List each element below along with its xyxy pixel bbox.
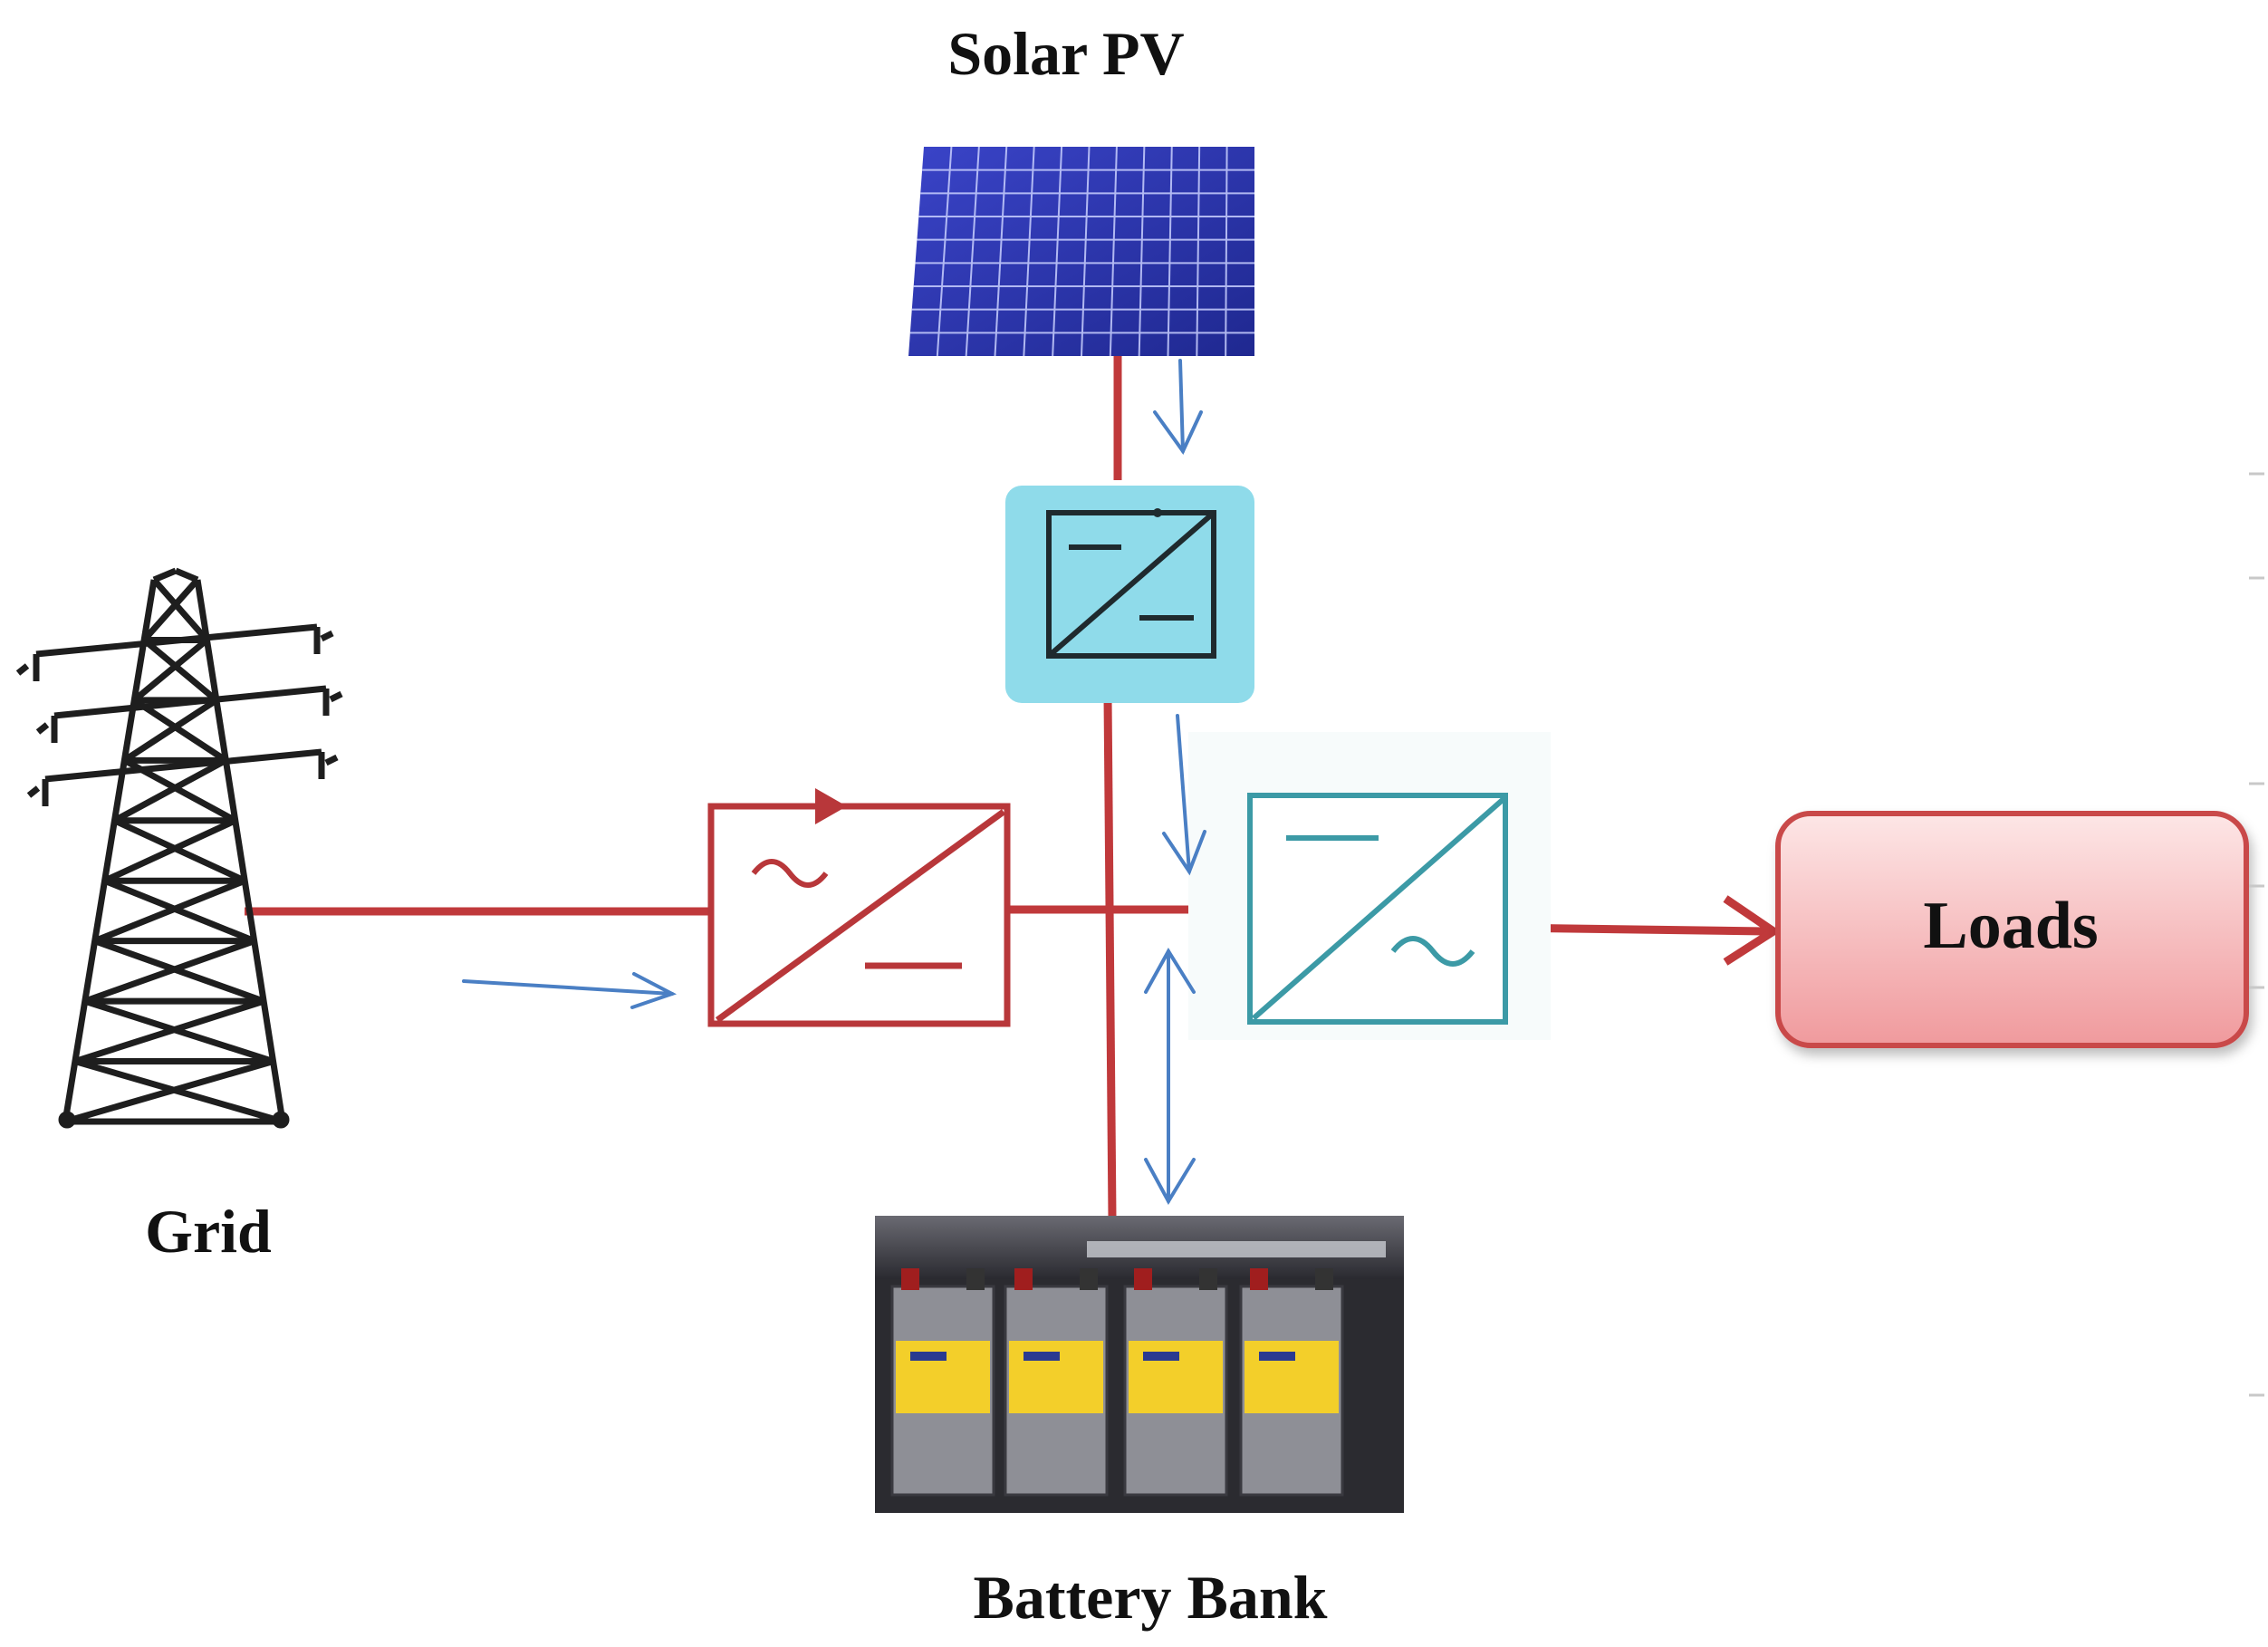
converter-to-bus-arrow: [1162, 714, 1206, 876]
dc-bus-vertical: [1103, 697, 1117, 1219]
loads-box: [1775, 811, 2249, 1048]
transmission-tower-icon: [15, 567, 343, 1129]
ac-dc-rectifier-icon: [707, 788, 1011, 1027]
edge-marks: [2249, 472, 2264, 1397]
grid-to-rectifier-arrow: [462, 972, 678, 1009]
solar-to-converter-arrow: [1153, 359, 1203, 455]
battery-bank-icon: [875, 1216, 1404, 1513]
solar-panel-icon: [908, 146, 1254, 357]
loads-arrowhead: [1723, 895, 1782, 966]
grid-label: Grid: [145, 1197, 272, 1266]
flow-arrows: [462, 359, 1206, 1206]
dc-ac-inverter-icon: [1188, 732, 1551, 1040]
battery-bidirectional-arrow: [1144, 948, 1196, 1206]
loads-label: Loads: [1923, 889, 2098, 963]
battery-bank-label: Battery Bank: [974, 1563, 1328, 1632]
dc-dc-converter-icon: [1005, 486, 1254, 703]
solar-pv-label: Solar PV: [947, 19, 1184, 88]
